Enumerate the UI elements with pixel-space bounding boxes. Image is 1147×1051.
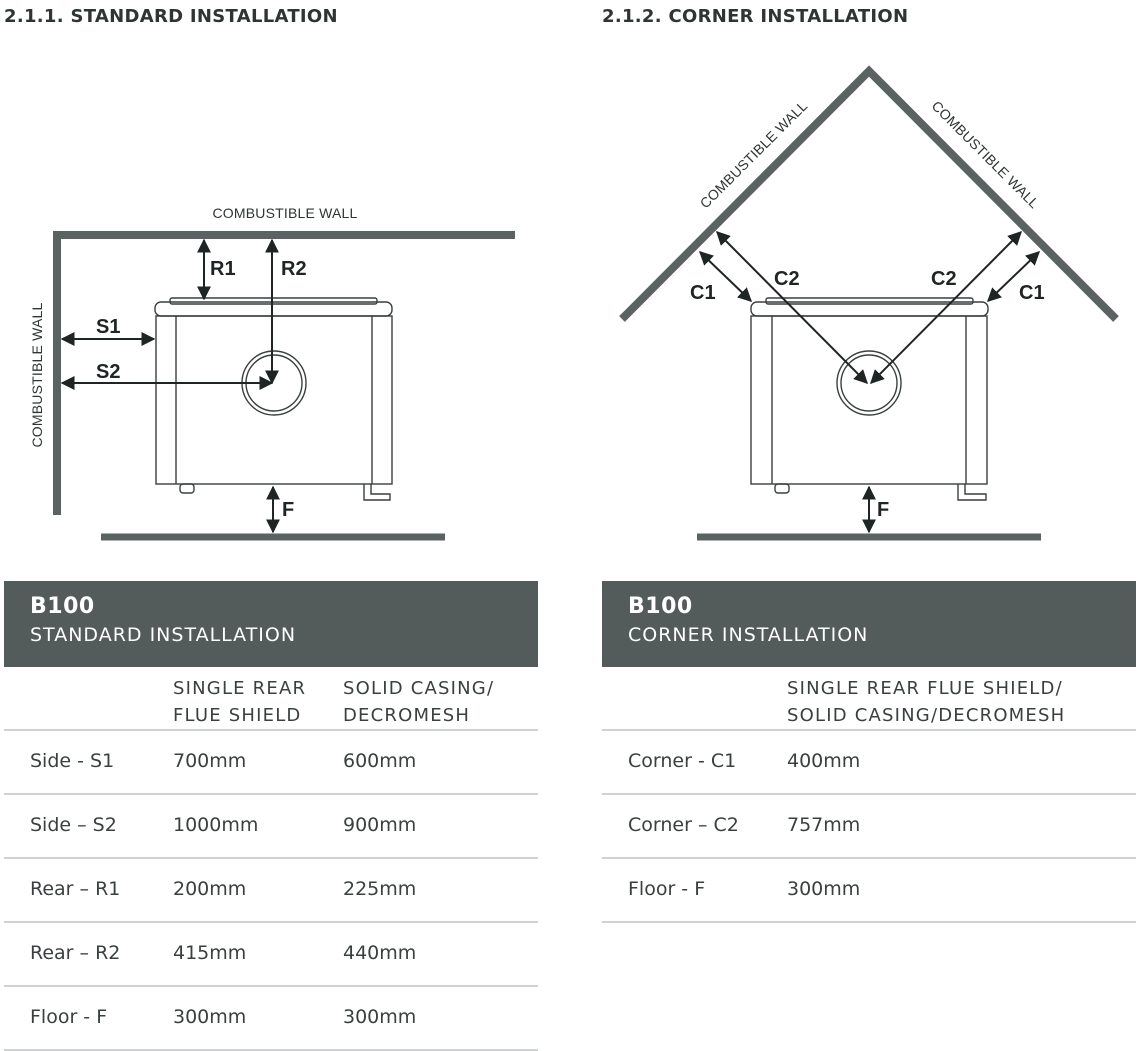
- model-name: B100: [628, 594, 693, 619]
- stove-drawing: [154, 297, 393, 501]
- row-label: Side - S1: [30, 750, 115, 772]
- dim-c2-right-label: C2: [931, 268, 957, 290]
- row-value-solid-casing: 900mm: [343, 814, 417, 836]
- row-value-flue-shield: 1000mm: [173, 814, 259, 836]
- dim-c1-right-label: C1: [1019, 282, 1045, 304]
- wall-top-label: COMBUSTIBLE WALL: [212, 205, 357, 221]
- dim-r1-label: R1: [210, 258, 236, 280]
- dim-c1-right-arrow: [986, 251, 1041, 302]
- column-header-flue-shield-casing: SINGLE REAR FLUE SHIELD/ SOLID CASING/DE…: [787, 678, 1066, 726]
- row-value-flue-shield: 415mm: [173, 942, 247, 964]
- corner-installation-table: B100 CORNER INSTALLATION SINGLE REAR FLU…: [602, 581, 1136, 923]
- table-header: B100 CORNER INSTALLATION: [602, 581, 1136, 667]
- table-subtitle: CORNER INSTALLATION: [628, 624, 869, 646]
- column-header-row: SINGLE REAR FLUE SHIELD SOLID CASING/ DE…: [4, 667, 538, 731]
- table-row: Floor - F 300mm: [602, 859, 1136, 923]
- row-value: 757mm: [787, 814, 861, 836]
- row-label: Corner - C1: [628, 750, 737, 772]
- table-header: B100 STANDARD INSTALLATION: [4, 581, 538, 667]
- dim-c1-left-label: C1: [690, 282, 716, 304]
- row-label: Floor - F: [30, 1006, 108, 1028]
- dim-s2-label: S2: [96, 361, 120, 383]
- row-value: 400mm: [787, 750, 861, 772]
- column-header-row: SINGLE REAR FLUE SHIELD/ SOLID CASING/DE…: [602, 667, 1136, 731]
- stove-drawing: [750, 297, 989, 501]
- row-value-solid-casing: 600mm: [343, 750, 417, 772]
- table-subtitle: STANDARD INSTALLATION: [30, 624, 297, 646]
- table-row: Rear – R1 200mm 225mm: [4, 859, 538, 923]
- standard-installation-table: B100 STANDARD INSTALLATION SINGLE REAR F…: [4, 581, 538, 1051]
- section-title-standard: 2.1.1. STANDARD INSTALLATION: [4, 6, 338, 27]
- dim-c2-left-label: C2: [774, 268, 800, 290]
- row-value: 300mm: [787, 878, 861, 900]
- combustible-wall-corner: [619, 65, 1119, 322]
- table-row: Rear – R2 415mm 440mm: [4, 923, 538, 987]
- row-value-solid-casing: 225mm: [343, 878, 417, 900]
- wall-right-label: COMBUSTIBLE WALL: [929, 98, 1043, 212]
- wall-left-label: COMBUSTIBLE WALL: [697, 98, 811, 212]
- table-row: Corner - C1 400mm: [602, 731, 1136, 795]
- column-header-solid-casing: SOLID CASING/ DECROMESH: [343, 678, 495, 726]
- table-row: Floor - F 300mm 300mm: [4, 987, 538, 1051]
- row-value-flue-shield: 700mm: [173, 750, 247, 772]
- dim-f-label: F: [282, 499, 294, 521]
- combustible-wall-top: [53, 231, 515, 515]
- model-name: B100: [30, 594, 95, 619]
- standard-installation-diagram: COMBUSTIBLE WALL COMBUSTIBLE WALL R1 R2 …: [29, 205, 515, 541]
- row-value-solid-casing: 300mm: [343, 1006, 417, 1028]
- table-row: Side - S1 700mm 600mm: [4, 731, 538, 795]
- row-label: Corner – C2: [628, 814, 739, 836]
- row-label: Floor - F: [628, 878, 706, 900]
- dim-r2-label: R2: [281, 258, 307, 280]
- table-row: Corner – C2 757mm: [602, 795, 1136, 859]
- dim-f-label: F: [877, 499, 889, 521]
- dim-s1-label: S1: [96, 316, 120, 338]
- row-label: Rear – R2: [30, 942, 121, 964]
- row-value-flue-shield: 200mm: [173, 878, 247, 900]
- section-title-corner: 2.1.2. CORNER INSTALLATION: [602, 6, 909, 27]
- table-row: Side – S2 1000mm 900mm: [4, 795, 538, 859]
- row-value-solid-casing: 440mm: [343, 942, 417, 964]
- row-label: Side – S2: [30, 814, 117, 836]
- column-header-flue-shield: SINGLE REAR FLUE SHIELD: [173, 678, 307, 726]
- row-value-flue-shield: 300mm: [173, 1006, 247, 1028]
- wall-side-label: COMBUSTIBLE WALL: [29, 302, 45, 447]
- dim-c2-left-arrow: [716, 231, 868, 384]
- row-label: Rear – R1: [30, 878, 121, 900]
- corner-installation-diagram: COMBUSTIBLE WALL COMBUSTIBLE WALL C1 C2 …: [619, 65, 1119, 541]
- dim-c2-right-arrow: [870, 231, 1022, 384]
